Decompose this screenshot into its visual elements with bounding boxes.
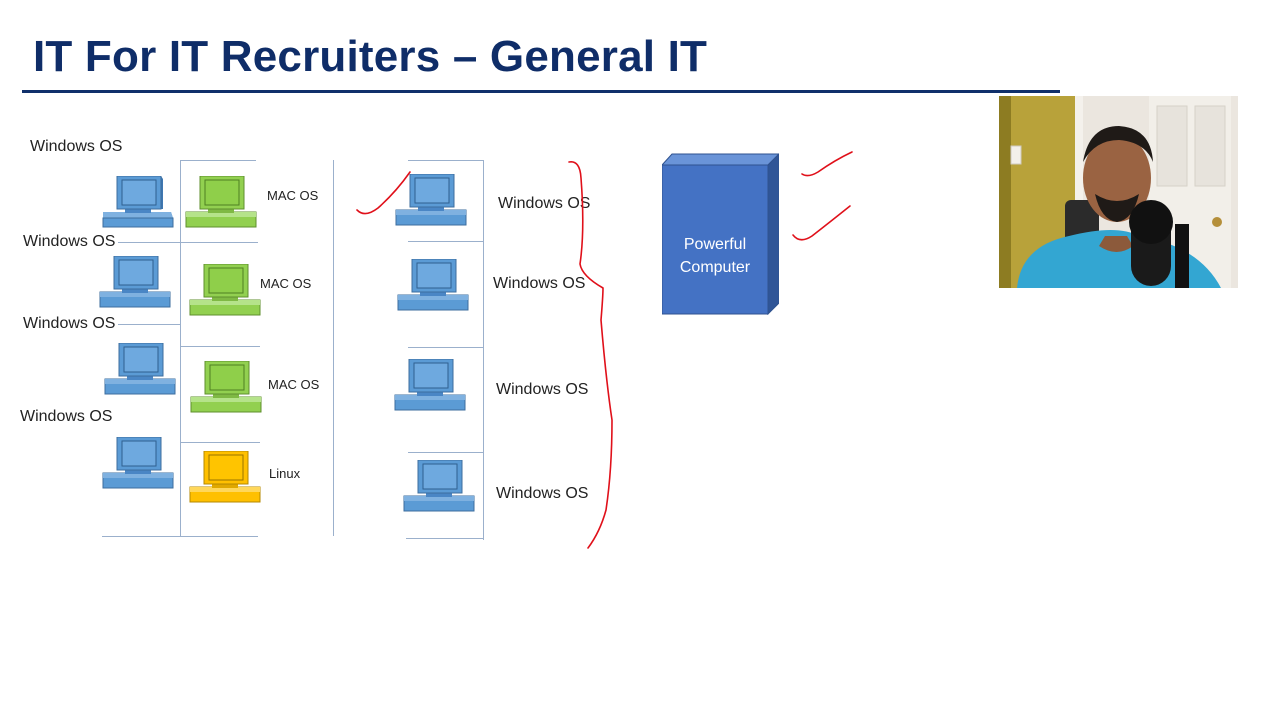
right-bus-line bbox=[483, 160, 484, 540]
right-windows-label: Windows OS bbox=[496, 485, 589, 502]
left-linux-label: Linux bbox=[269, 466, 301, 481]
left-mac-label: MAC OS bbox=[267, 188, 319, 203]
presenter-webcam-image bbox=[999, 96, 1238, 288]
left-bus-tick bbox=[118, 242, 258, 243]
slide-title: IT For IT Recruiters – General IT bbox=[33, 32, 708, 81]
windows-pc-icon bbox=[104, 343, 176, 395]
left-bus-line bbox=[180, 160, 181, 536]
server-box-icon bbox=[662, 153, 779, 315]
left-mac-label: MAC OS bbox=[268, 377, 320, 392]
windows-pc-icon bbox=[395, 174, 467, 226]
windows-pc-icon bbox=[102, 176, 174, 228]
annotation-checkmark bbox=[801, 151, 853, 177]
left-bus-tick bbox=[180, 346, 260, 347]
right-windows-label: Windows OS bbox=[498, 195, 591, 212]
right-bus-tick bbox=[406, 538, 484, 539]
right-bus-tick bbox=[408, 241, 484, 242]
right-windows-label: Windows OS bbox=[493, 275, 586, 292]
annotation-checkmark bbox=[792, 205, 851, 241]
title-underline bbox=[22, 90, 1060, 93]
server-label-line1: Powerful bbox=[683, 236, 747, 253]
windows-pc-icon bbox=[102, 437, 174, 489]
left-windows-label: Windows OS bbox=[20, 408, 113, 425]
windows-pc-icon bbox=[99, 256, 171, 308]
network-divider bbox=[333, 160, 334, 536]
mac-pc-icon bbox=[185, 176, 257, 228]
left-windows-label: Windows OS bbox=[23, 233, 116, 250]
linux-pc-icon bbox=[189, 451, 261, 503]
right-bus-tick bbox=[408, 452, 484, 453]
left-bus-tick bbox=[118, 324, 180, 325]
server-label-line2: Computer bbox=[679, 259, 751, 276]
mac-pc-icon bbox=[190, 361, 262, 413]
windows-pc-icon bbox=[403, 460, 475, 512]
left-mac-label: MAC OS bbox=[260, 276, 312, 291]
left-bus-tick bbox=[180, 442, 260, 443]
right-windows-label: Windows OS bbox=[496, 381, 589, 398]
windows-pc-icon bbox=[394, 359, 466, 411]
left-bus-tick bbox=[102, 536, 258, 537]
mac-pc-icon bbox=[189, 264, 261, 316]
left-windows-label: Windows OS bbox=[23, 315, 116, 332]
right-bus-tick bbox=[408, 160, 484, 161]
windows-pc-icon bbox=[397, 259, 469, 311]
left-windows-label: Windows OS bbox=[30, 138, 123, 155]
left-bus-tick bbox=[180, 160, 256, 161]
server-label: Powerful Computer bbox=[662, 233, 768, 279]
right-bus-tick bbox=[408, 347, 484, 348]
